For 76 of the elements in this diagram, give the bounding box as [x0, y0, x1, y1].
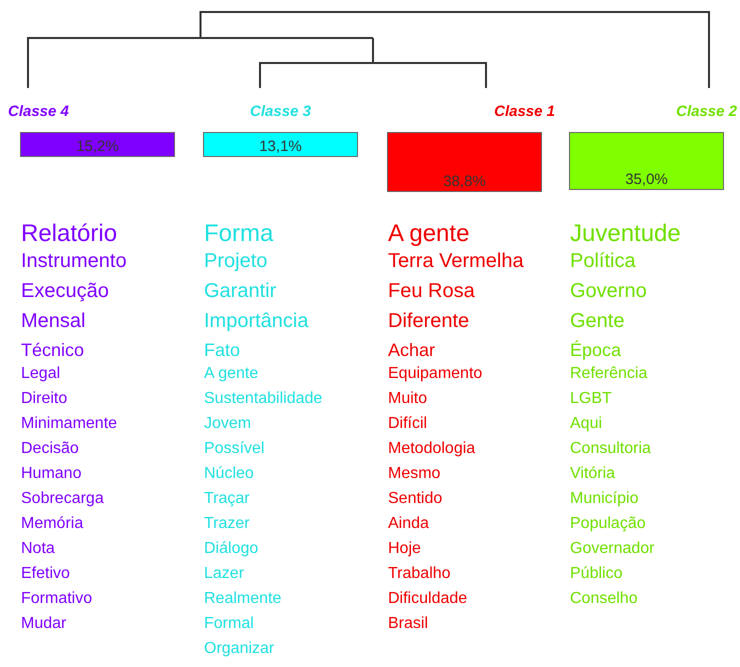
keyword: Jovem — [204, 415, 252, 433]
keyword: Forma — [204, 220, 274, 248]
keyword: Brasil — [388, 615, 428, 633]
class-label: Classe 1 — [493, 103, 555, 120]
percentage-value: 35,0% — [624, 171, 669, 188]
keyword: Consultoria — [570, 440, 651, 458]
keyword: Nota — [21, 540, 55, 558]
keyword: Relatório — [21, 220, 118, 248]
keyword: Hoje — [388, 540, 421, 558]
keyword: A gente — [388, 220, 470, 248]
keyword: Trabalho — [388, 565, 451, 583]
keyword: Organizar — [204, 640, 274, 658]
percentage-bar — [203, 132, 358, 157]
keyword: Formativo — [21, 590, 92, 608]
keyword: Achar — [388, 340, 436, 361]
keyword: Aqui — [570, 415, 602, 433]
keyword: Público — [570, 565, 622, 583]
keyword: Formal — [204, 615, 254, 633]
keyword: Muito — [388, 390, 428, 408]
percentage-bar — [569, 132, 724, 190]
keyword: Diferente — [388, 310, 470, 333]
keyword: Dificuldade — [388, 590, 468, 608]
keyword: Governador — [570, 540, 654, 558]
keyword: Execução — [21, 280, 109, 303]
percentage-value: 13,1% — [258, 138, 303, 155]
keyword: Mensal — [21, 310, 86, 333]
keyword: Instrumento — [21, 250, 127, 273]
keyword: Sustentabilidade — [204, 390, 322, 408]
keyword: Traçar — [204, 490, 250, 508]
percentage-bar — [20, 132, 175, 157]
keyword: Equipamento — [388, 365, 482, 383]
keyword: LGBT — [570, 390, 612, 408]
class-label: Classe 3 — [249, 103, 312, 120]
keyword: Conselho — [570, 590, 638, 608]
keyword: Feu Rosa — [388, 280, 475, 303]
keyword: Memória — [21, 515, 84, 533]
keyword: Vitória — [570, 465, 616, 483]
keyword: Juventude — [570, 220, 681, 248]
keyword: Política — [570, 250, 636, 273]
keyword: Diálogo — [204, 540, 258, 558]
keyword: Época — [570, 340, 622, 361]
keyword: Difícil — [388, 415, 428, 433]
keyword: Trazer — [204, 515, 250, 533]
keyword: Decisão — [21, 440, 79, 458]
keyword: Possível — [204, 440, 264, 458]
keyword: Referência — [570, 365, 648, 383]
keyword: Sobrecarga — [21, 490, 104, 508]
keyword: Humano — [21, 465, 82, 483]
keyword: População — [570, 515, 646, 533]
keyword: Importância — [204, 310, 308, 333]
keyword: Realmente — [204, 590, 282, 608]
keyword: Gente — [570, 310, 624, 333]
keyword: Técnico — [21, 340, 84, 361]
keyword: Efetivo — [21, 565, 70, 583]
class-label: Classe 4 — [8, 103, 69, 120]
percentage-value: 38,8% — [442, 173, 487, 190]
keyword: Garantir — [204, 280, 276, 303]
keyword: Núcleo — [204, 465, 254, 483]
keyword: Governo — [570, 280, 647, 303]
keyword: Projeto — [204, 250, 268, 273]
percentage-bar — [387, 132, 542, 192]
keyword: Fato — [204, 340, 240, 361]
keyword: Direito — [21, 390, 68, 408]
keyword: Minimamente — [21, 415, 118, 433]
keyword: A gente — [204, 365, 258, 383]
keyword: Sentido — [388, 490, 442, 508]
keyword: Mesmo — [388, 465, 440, 483]
keyword: Legal — [21, 365, 60, 383]
class-label: Classe 2 — [675, 103, 737, 120]
keyword: Metodologia — [388, 440, 476, 458]
percentage-value: 15,2% — [75, 138, 120, 155]
keyword: Terra Vermelha — [388, 250, 524, 273]
keyword: Mudar — [21, 615, 66, 633]
keyword: Ainda — [388, 515, 429, 533]
keyword: Lazer — [204, 565, 244, 583]
keyword: Município — [570, 490, 638, 508]
